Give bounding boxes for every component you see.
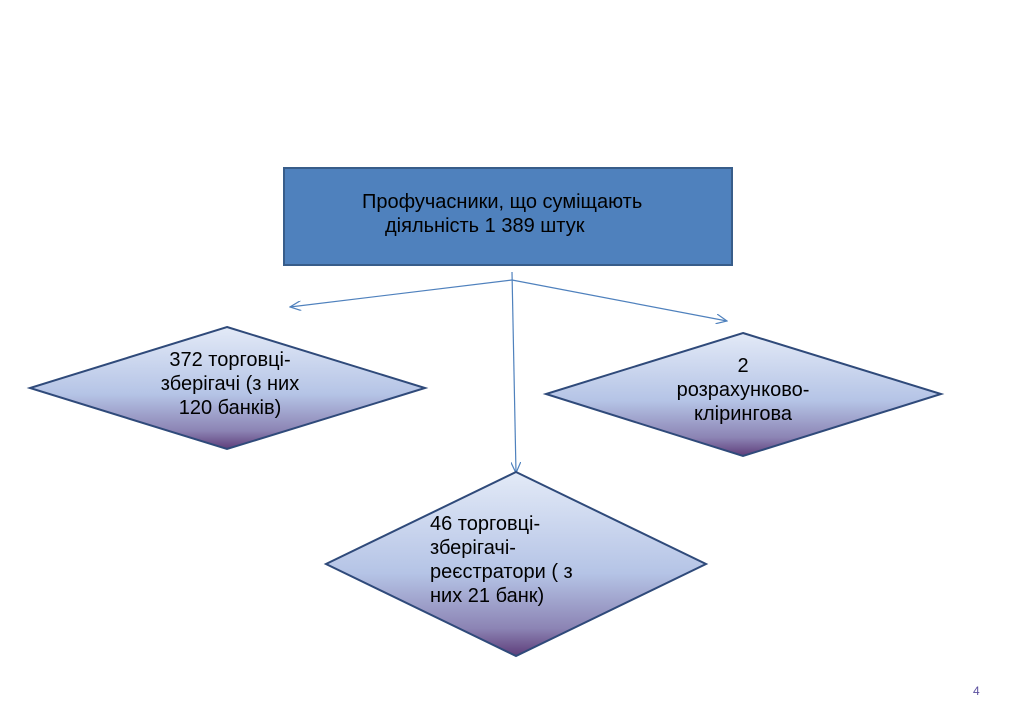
left-diamond-line: 372 торговці- xyxy=(169,349,291,371)
bottom-diamond-line: них 21 банк) xyxy=(430,585,545,607)
left-diamond xyxy=(26,325,429,451)
right-diamond-line: розрахунково- xyxy=(676,379,810,401)
left-diamond-label: 372 торговці- зберігачі (з них 120 банкі… xyxy=(130,348,330,420)
left-diamond-line: зберігачі (з них xyxy=(160,373,300,395)
right-diamond-label: 2 розрахунково- клірингова xyxy=(643,354,843,426)
top-box-line-2: діяльність 1 389 штук xyxy=(385,215,585,237)
bottom-diamond-line: 46 торговці- xyxy=(430,513,541,535)
right-diamond-line: клірингова xyxy=(694,403,792,425)
connector-arrows xyxy=(290,271,727,473)
left-diamond-line: 120 банків) xyxy=(178,397,282,419)
bottom-diamond-line: зберігачі- xyxy=(430,537,516,559)
right-diamond-line: 2 xyxy=(737,355,749,377)
bottom-diamond-label: 46 торговці- зберігачі- реєстратори ( з … xyxy=(430,512,630,608)
bottom-diamond-line: реєстратори ( з xyxy=(430,561,573,583)
bottom-diamond xyxy=(323,470,709,658)
top-box xyxy=(283,167,733,266)
right-diamond xyxy=(542,331,945,458)
top-box-label: Профучасники, що суміщають діяльність 1 … xyxy=(300,190,730,238)
top-box-line-1: Профучасники, що суміщають xyxy=(362,191,643,213)
page-number: 4 xyxy=(973,684,980,698)
arrow-to-bottom xyxy=(512,271,516,473)
arrow-to-right xyxy=(511,279,727,321)
arrow-to-left xyxy=(290,279,513,307)
